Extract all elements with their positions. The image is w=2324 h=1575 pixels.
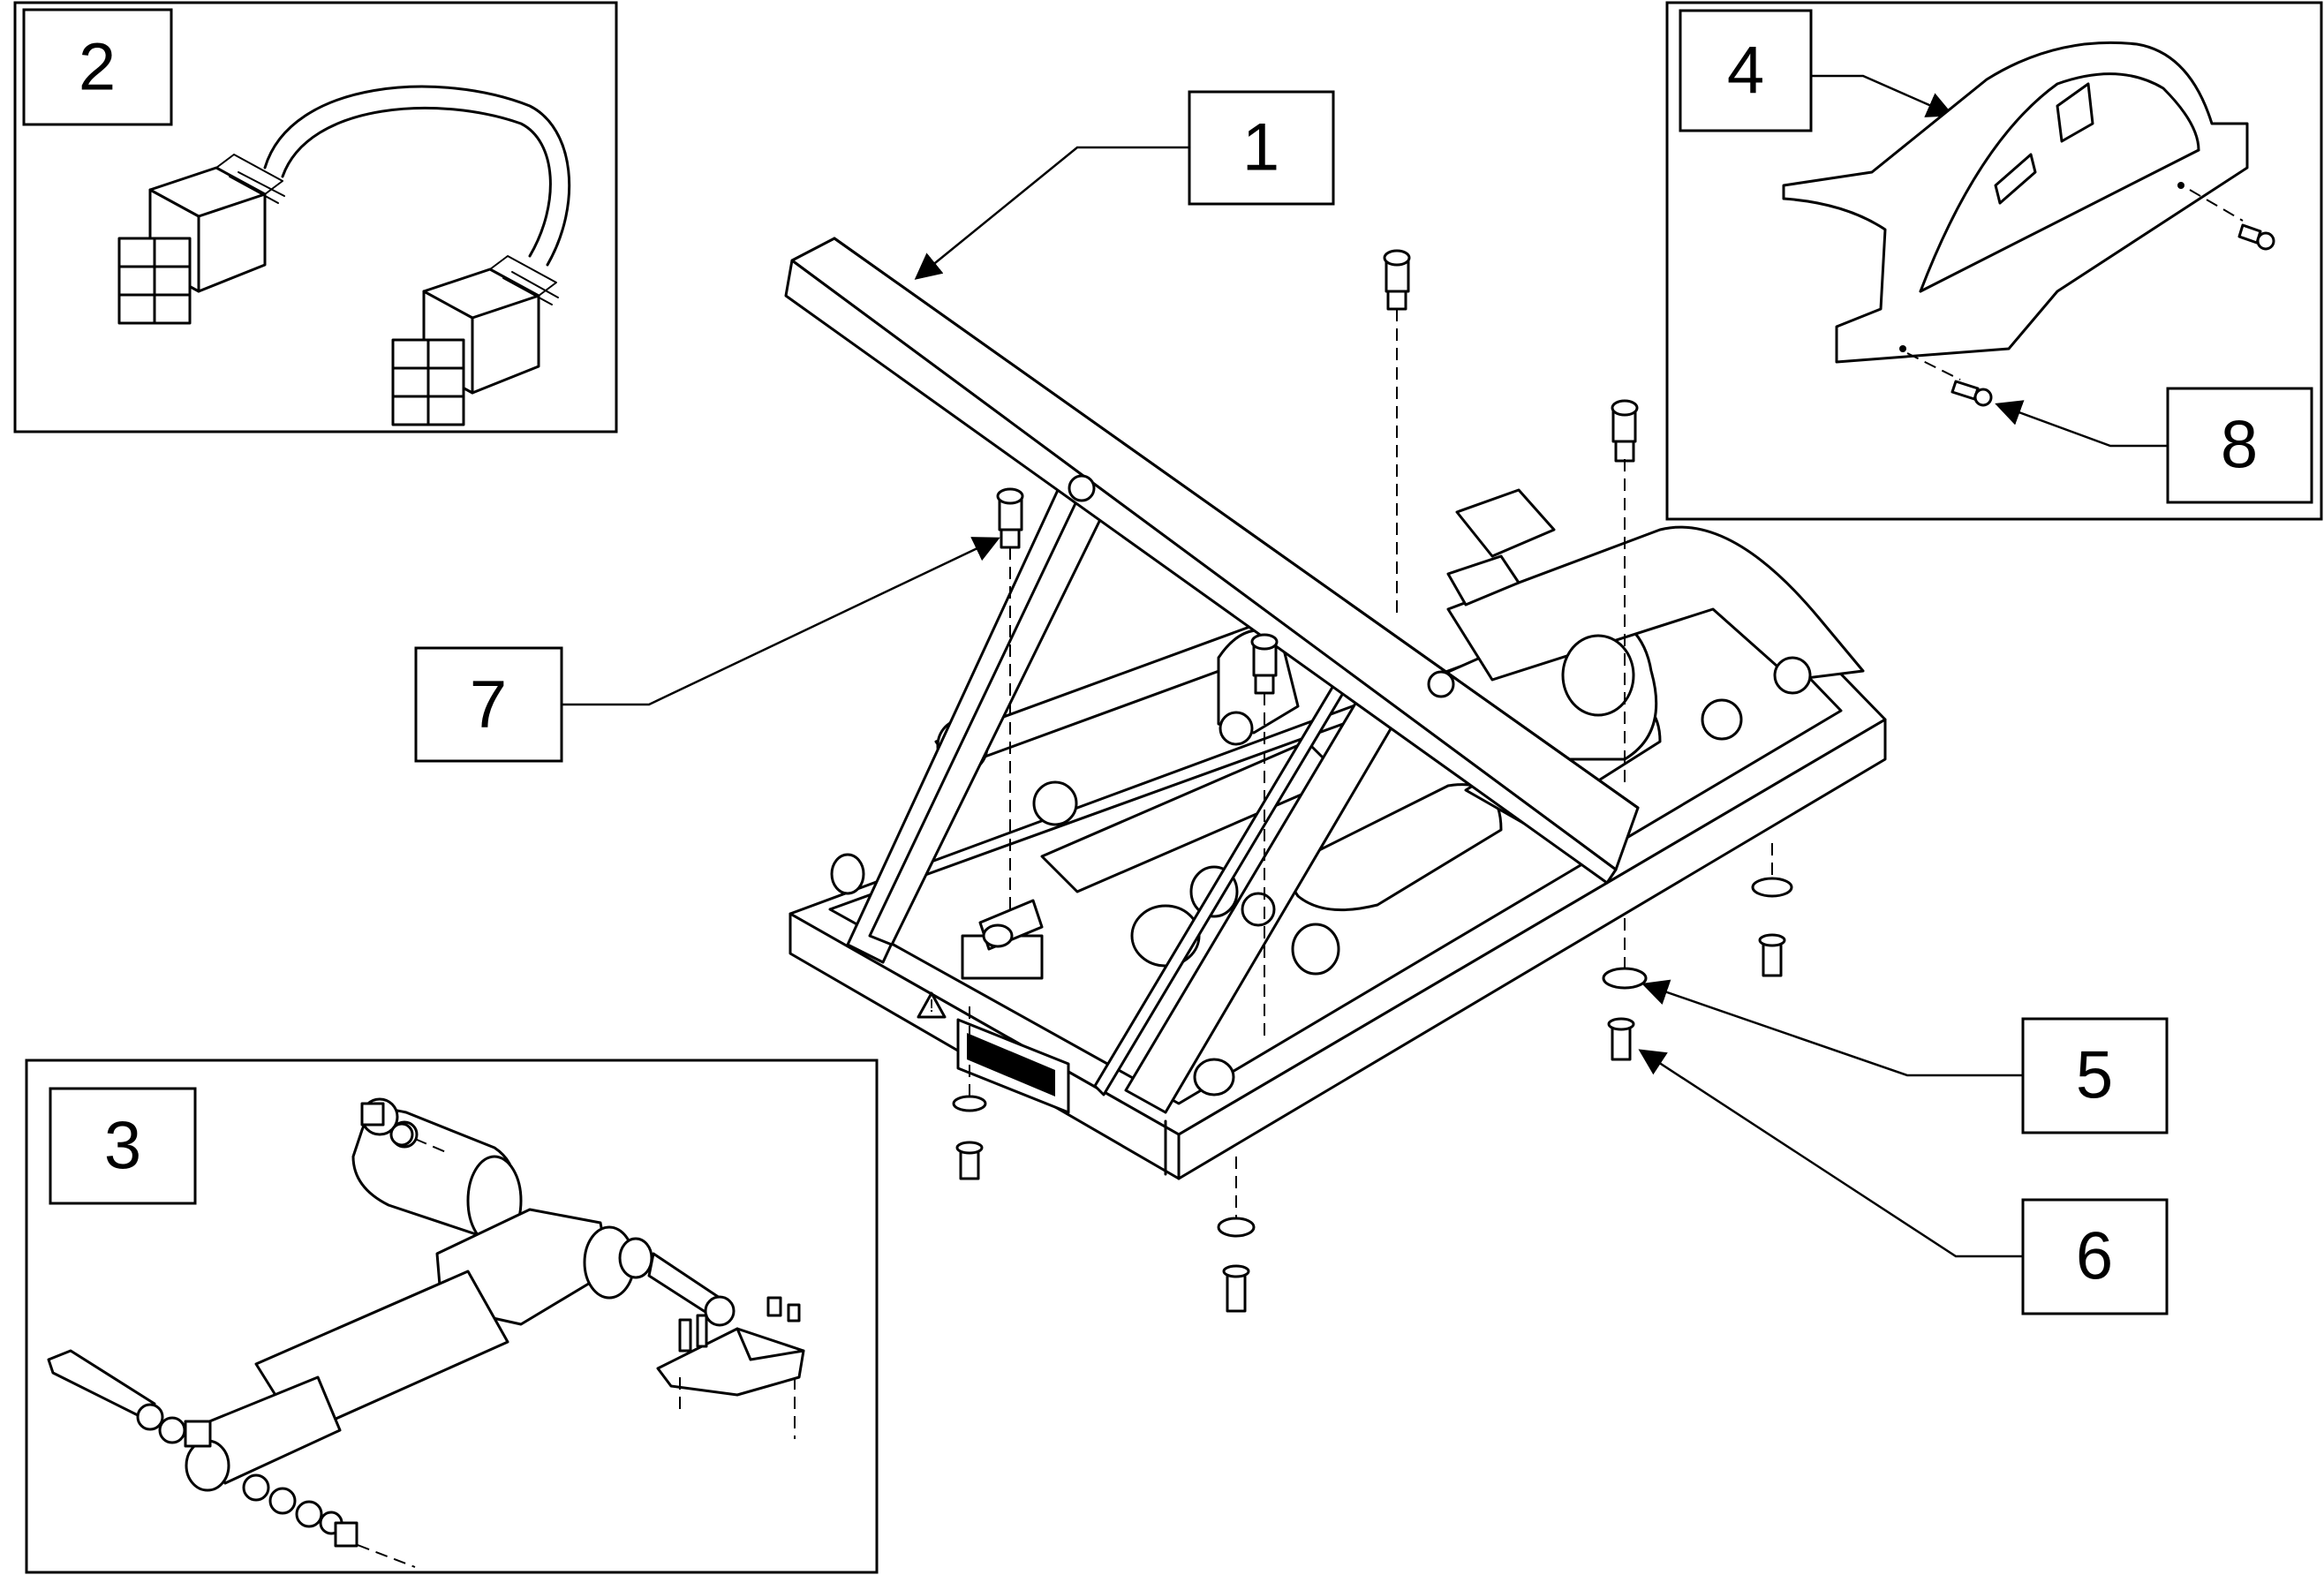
- svg-text:5: 5: [2076, 1038, 2113, 1113]
- main-assembly: !: [784, 237, 1887, 1313]
- top-plate: [784, 237, 1640, 885]
- actuator-drawing: [47, 1097, 805, 1568]
- bolt-7: [996, 487, 1024, 909]
- cover-screw-right: [2189, 189, 2275, 251]
- scissor-arms: [846, 471, 1406, 1114]
- svg-text:8: 8: [2221, 408, 2258, 483]
- svg-text:2: 2: [79, 30, 116, 105]
- callout-7[interactable]: 7: [414, 646, 563, 763]
- svg-text:7: 7: [470, 667, 507, 742]
- callout-5[interactable]: 5: [2021, 1017, 2169, 1134]
- foot-washer-5: [1602, 918, 1648, 990]
- connector-left: [117, 154, 285, 325]
- cover-drawing: [1782, 41, 2249, 364]
- svg-text:1: 1: [1242, 110, 1279, 185]
- top-bolt-center: [1383, 249, 1411, 618]
- actuator-mechanism: [830, 488, 1865, 1096]
- foot-right: [1751, 843, 1793, 977]
- svg-text:4: 4: [1727, 34, 1764, 109]
- cover-screw-left: [1906, 352, 1993, 407]
- connector-right: [391, 255, 559, 426]
- svg-text:6: 6: [2076, 1219, 2113, 1294]
- callout-3[interactable]: 3: [49, 1087, 197, 1205]
- callout-6[interactable]: 6: [2021, 1198, 2169, 1315]
- svg-text:3: 3: [104, 1109, 141, 1184]
- callout-2[interactable]: 2: [22, 8, 173, 126]
- cover-panel: 4 8: [1665, 1, 2323, 521]
- foot-bolt-6: [1607, 1017, 1635, 1061]
- top-bolt-right: [1611, 399, 1639, 786]
- wire-harness-drawing: [117, 85, 571, 426]
- warning-label: !: [917, 991, 1070, 1114]
- callout-4[interactable]: 4: [1679, 9, 1813, 132]
- foot-front: [1217, 1157, 1256, 1313]
- foot-left: [952, 1006, 987, 1180]
- bolt-mid: [1250, 633, 1279, 1042]
- callout-1[interactable]: 1: [1188, 90, 1335, 206]
- actuator-panel: 3: [25, 1059, 879, 1574]
- warning-icon: !: [929, 997, 934, 1016]
- harness-panel: 2: [13, 1, 618, 433]
- callout-8[interactable]: 8: [2166, 387, 2313, 504]
